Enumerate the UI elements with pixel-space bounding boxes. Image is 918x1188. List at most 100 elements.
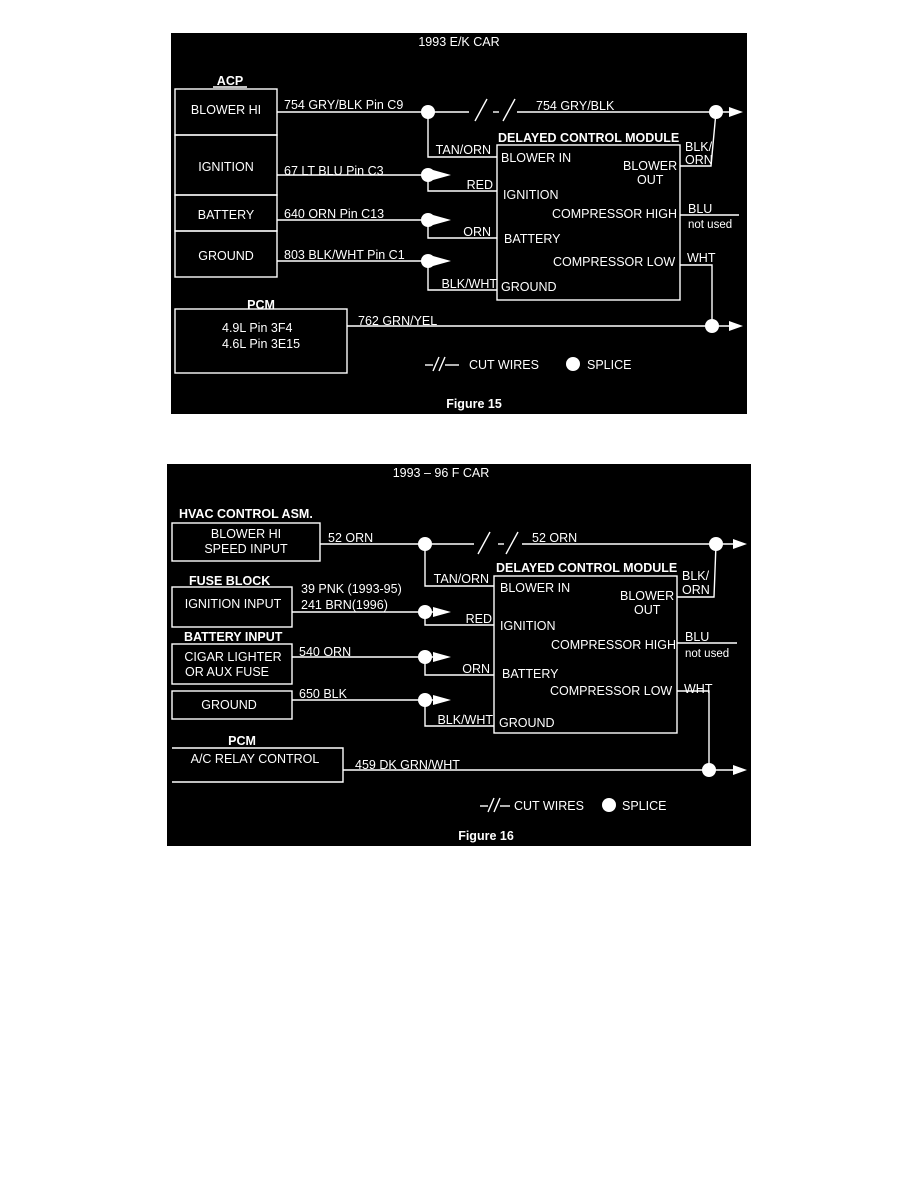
fig15-arrow	[729, 107, 743, 117]
fig15-output-wires	[680, 111, 739, 326]
fig15-module-ignition: IGNITION	[503, 188, 559, 202]
fig16-arrow	[433, 695, 451, 705]
fig16-box-fuse	[171, 586, 293, 628]
fig15-module-blower: BLOWER	[623, 159, 677, 173]
fig15-splice-dot	[705, 319, 719, 333]
fig16-wire-39: 39 PNK (1993-95)	[301, 582, 402, 596]
fig15-source-ground: GROUND	[198, 249, 254, 263]
fig15-module-battery: BATTERY	[504, 232, 561, 246]
fig16-box-pcm	[172, 747, 344, 783]
fig15-module-ground: GROUND	[501, 280, 557, 294]
fig15-arrow	[433, 215, 451, 225]
fig15-source-ignition: IGNITION	[198, 160, 254, 174]
figure-15-svg: 1993 E/K CAR ACP BLOWER HI IGNITION BATT…	[174, 35, 743, 411]
fig15-module-comp-low: COMPRESSOR LOW	[553, 255, 675, 269]
fig15-module-box	[496, 144, 681, 301]
fig15-not-used: not used	[688, 219, 732, 231]
fig15-color-orn: ORN	[463, 225, 491, 239]
fig16-color-red: RED	[466, 612, 492, 626]
fig16-module-blower-in: BLOWER IN	[500, 581, 570, 595]
fig16-wire-459: 459 DK GRN/WHT	[355, 758, 460, 772]
fig16-title: 1993 – 96 F CAR	[393, 466, 490, 480]
fig16-output-wires	[677, 543, 737, 770]
fig16-color-blk-wht: BLK/WHT	[437, 713, 493, 727]
fig16-source-ground: GROUND	[201, 698, 257, 712]
fig16-hvac-header: HVAC CONTROL ASM.	[179, 507, 313, 521]
fig16-source-blower-hi: BLOWER HI	[211, 527, 281, 541]
fig16-module-comp-high: COMPRESSOR HIGH	[551, 638, 676, 652]
fig16-wire-650: 650 BLK	[299, 687, 348, 701]
fig16-arrow	[733, 539, 747, 549]
fig15-color-blk-wht: BLK/WHT	[441, 277, 497, 291]
fig16-module-battery: BATTERY	[502, 667, 559, 681]
fig15-wire-out: 754 GRY/BLK	[536, 99, 615, 113]
fig16-color-orn: ORN	[462, 662, 490, 676]
fig16-arrow	[433, 607, 451, 617]
figure-16-diagram: 1993 – 96 F CAR HVAC CONTROL ASM. BLOWER…	[167, 464, 751, 846]
fig15-wire-803: 803 BLK/WHT Pin C1	[284, 248, 405, 262]
fig15-cut-mark	[474, 98, 488, 122]
fig16-source-speed-input: SPEED INPUT	[204, 542, 288, 556]
fig15-pcm-header: PCM	[247, 298, 275, 312]
fig16-wire-241: 241 BRN(1996)	[301, 598, 388, 612]
fig15-module-out: OUT	[637, 173, 664, 187]
fig16-source-aux-fuse: OR AUX FUSE	[185, 665, 269, 679]
fig15-legend-cut: CUT WIRES	[469, 358, 539, 372]
fig15-color-out-orn: ORN	[685, 153, 713, 167]
fig16-legend-cut: CUT WIRES	[514, 799, 584, 813]
fig15-wire-640: 640 ORN Pin C13	[284, 207, 384, 221]
figure-15-diagram: 1993 E/K CAR ACP BLOWER HI IGNITION BATT…	[171, 33, 747, 414]
fig16-caption: Figure 16	[458, 829, 514, 843]
fig16-color-blk: BLK/	[682, 569, 710, 583]
fig15-feed-wires	[277, 168, 497, 291]
fig16-wire-out: 52 ORN	[532, 531, 577, 545]
fig16-splice-dot	[702, 763, 716, 777]
fig15-color-red: RED	[467, 178, 493, 192]
fig16-fuse-header: FUSE BLOCK	[189, 574, 270, 588]
fig16-pcm-header: PCM	[228, 734, 256, 748]
fig15-source-boxes	[174, 88, 278, 278]
fig16-box-ground	[171, 690, 293, 720]
fig15-arrow	[433, 170, 451, 180]
fig16-wire-540: 540 ORN	[299, 645, 351, 659]
fig15-legend-splice: SPLICE	[587, 358, 631, 372]
fig15-box-ground	[174, 230, 278, 278]
fig15-legend-splice-icon	[566, 357, 580, 371]
fig16-module-box	[493, 575, 678, 734]
fig16-cut-mark	[505, 531, 519, 555]
fig15-arrow	[729, 321, 743, 331]
fig16-module-blower: BLOWER	[620, 589, 674, 603]
fig16-color-tan-orn: TAN/ORN	[434, 572, 489, 586]
fig15-caption: Figure 15	[446, 397, 502, 411]
fig15-acp-header: ACP	[217, 74, 243, 88]
fig16-arrow	[733, 765, 747, 775]
fig16-module-ground: GROUND	[499, 716, 555, 730]
fig15-color-wht: WHT	[687, 251, 716, 265]
fig15-module-comp-high: COMPRESSOR HIGH	[552, 207, 677, 221]
fig15-pcm-wire: 762 GRN/YEL	[358, 314, 437, 328]
fig16-color-out-orn: ORN	[682, 583, 710, 597]
figure-16-svg: 1993 – 96 F CAR HVAC CONTROL ASM. BLOWER…	[171, 466, 747, 843]
fig15-source-battery: BATTERY	[198, 208, 255, 222]
fig15-wire-67: 67 LT BLU Pin C3	[284, 164, 384, 178]
fig15-wire-754: 754 GRY/BLK Pin C9	[284, 98, 403, 112]
fig16-source-cigar: CIGAR LIGHTER	[184, 650, 281, 664]
fig15-cut-mark	[502, 98, 516, 122]
fig15-color-blu: BLU	[688, 202, 712, 216]
fig15-blower-wire	[277, 98, 743, 158]
fig16-color-wht: WHT	[684, 682, 713, 696]
fig16-wire-52: 52 ORN	[328, 531, 373, 545]
fig16-module-comp-low: COMPRESSOR LOW	[550, 684, 672, 698]
fig16-cut-mark	[477, 531, 491, 555]
fig16-box-hvac	[171, 522, 321, 562]
fig16-battery-header: BATTERY INPUT	[184, 630, 283, 644]
fig15-pcm-line2: 4.6L Pin 3E15	[222, 337, 300, 351]
fig15-module-title: DELAYED CONTROL MODULE	[498, 131, 679, 145]
fig16-module-out: OUT	[634, 603, 661, 617]
fig16-module-ignition: IGNITION	[500, 619, 556, 633]
fig15-arrow	[433, 256, 451, 266]
fig16-legend-cut-icon	[480, 797, 510, 813]
fig15-legend-cut-icon	[425, 356, 459, 372]
fig16-color-blu: BLU	[685, 630, 709, 644]
fig15-source-blower-hi: BLOWER HI	[191, 103, 261, 117]
